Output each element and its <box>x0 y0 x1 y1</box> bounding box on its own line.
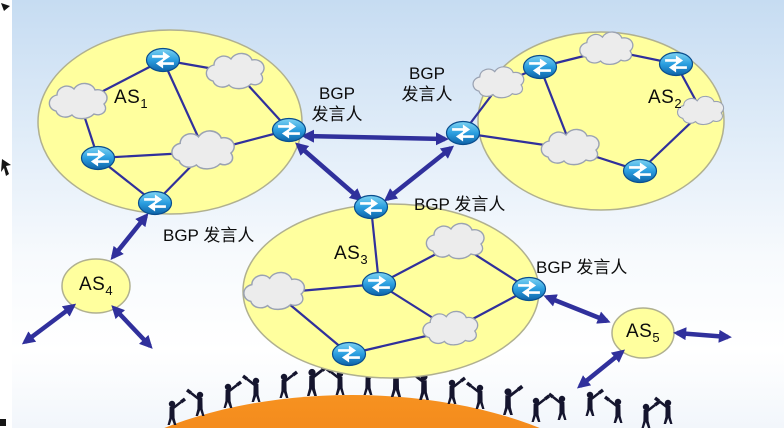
person-silhouette <box>639 400 661 428</box>
bgp-speaker-router-icon-as1-bottom <box>137 190 173 216</box>
person-silhouette <box>603 395 625 425</box>
bgp-speaker-label-as3-as5: BGP 发言人 <box>536 258 628 277</box>
bgp-speaker-label-line: 发言人 <box>311 105 363 124</box>
bgp-speaker-label-line: BGP <box>409 64 445 83</box>
bgp-speaker-router-icon-as3-right <box>511 276 547 302</box>
margin-mark-bottom <box>0 419 6 426</box>
person-silhouette <box>653 396 675 426</box>
bgp-peering-arrows <box>21 129 732 389</box>
bgp-speaker-label-as1-as4: BGP 发言人 <box>163 226 255 245</box>
person-silhouette <box>547 392 569 422</box>
person-silhouette <box>529 394 551 424</box>
person-silhouette <box>583 388 605 418</box>
person-silhouette <box>241 374 263 404</box>
bgp-peering-arrow-as4-out-right <box>111 305 153 349</box>
person-silhouette <box>185 388 207 418</box>
router-icon <box>331 341 367 367</box>
bgp-peering-arrow-as2-as3 <box>383 145 455 202</box>
router-icon <box>622 158 658 184</box>
bgp-speaker-label-pair-right: BGP 发言人 <box>390 63 464 105</box>
bgp-speaker-router-icon-as3-top <box>353 194 389 220</box>
person-silhouette <box>305 364 329 398</box>
network-link <box>369 206 381 285</box>
person-silhouette <box>277 370 299 400</box>
bgp-speaker-label-pair-left: BGP 发言人 <box>302 83 372 125</box>
person-silhouette <box>165 397 187 427</box>
router-icon <box>80 145 116 171</box>
bgp-peering-arrow-as1-as3 <box>295 142 363 202</box>
left-margin <box>0 0 12 428</box>
person-silhouette <box>501 384 525 417</box>
as4-label: AS4 <box>78 274 114 298</box>
router-icon <box>522 54 558 80</box>
bgp-speaker-label-line: BGP <box>319 84 355 103</box>
as5-label: AS5 <box>625 321 661 345</box>
bgp-speaker-router-icon-as2 <box>445 120 481 146</box>
bgp-peering-arrow-as3-as5 <box>543 294 611 324</box>
bgp-speaker-label-line: 发言人 <box>401 85 453 104</box>
margin-mark-top <box>1 3 10 11</box>
router-icon <box>361 271 397 297</box>
bgp-peering-arrow-as5-out-right <box>673 327 732 343</box>
cursor-icon <box>1 159 11 176</box>
as3-label: AS3 <box>334 243 369 267</box>
bgp-speaker-router-icon-as1 <box>271 117 307 143</box>
bgp-peering-arrow-as4-out-left <box>21 303 77 345</box>
bgp-speaker-label-as3-top: BGP 发言人 <box>414 195 506 214</box>
bgp-peering-arrow-as1-as4 <box>110 212 149 261</box>
bgp-peering-arrow-as5-out-down <box>576 349 626 389</box>
router-icon <box>145 47 181 73</box>
router-icon <box>658 51 694 77</box>
person-silhouette <box>465 381 487 411</box>
person-silhouette <box>221 380 243 410</box>
as4-ellipse <box>61 258 131 314</box>
as1-label: AS1 <box>114 87 149 111</box>
as2-label: AS2 <box>648 87 683 111</box>
bgp-peering-arrow-as1-as2 <box>301 129 449 146</box>
person-silhouette <box>445 376 467 406</box>
earth-horizon <box>164 395 540 428</box>
